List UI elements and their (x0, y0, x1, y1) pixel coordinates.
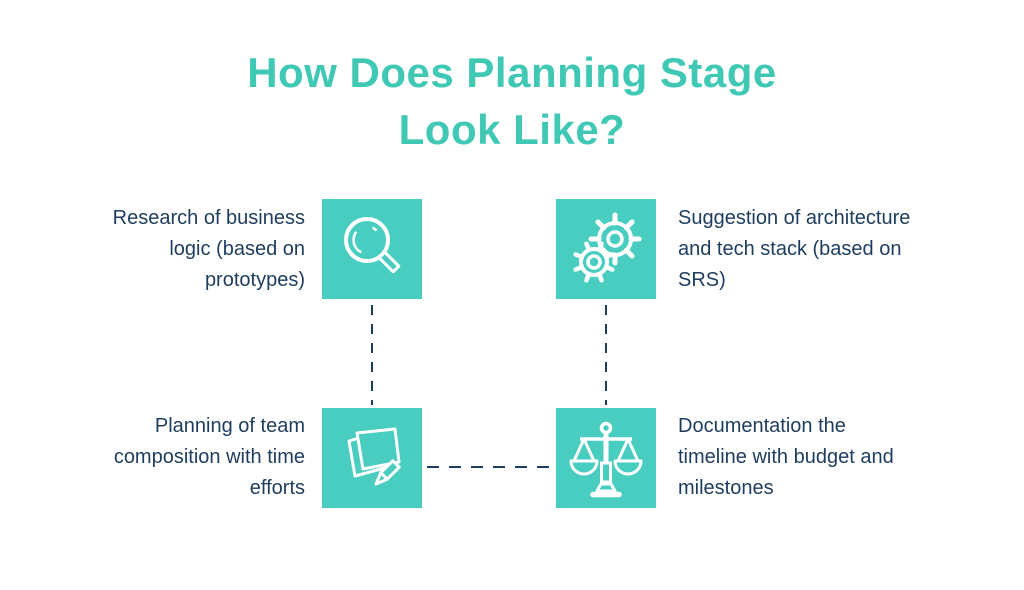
item-label-team-planning: Planning of team composition with time e… (113, 415, 305, 499)
item-tile-documentation (556, 408, 656, 508)
item-label-architecture: Suggestion of architecture and tech stac… (678, 207, 911, 291)
scales-icon (569, 421, 643, 498)
item-tile-research (322, 199, 422, 299)
gears-icon (573, 212, 642, 283)
title-line-1: How Does Planning Stage (247, 49, 777, 96)
page-title: How Does Planning Stage Look Like? (0, 44, 1024, 158)
magnifier-icon (344, 217, 401, 274)
notes-pencil-icon (347, 427, 401, 486)
title-line-2: Look Like? (398, 106, 626, 153)
item-label-research: Research of business logic (based on pro… (112, 207, 305, 291)
item-tile-team-planning (322, 408, 422, 508)
item-label-documentation: Documentation the timeline with budget a… (678, 415, 894, 499)
item-tile-architecture (556, 199, 656, 299)
